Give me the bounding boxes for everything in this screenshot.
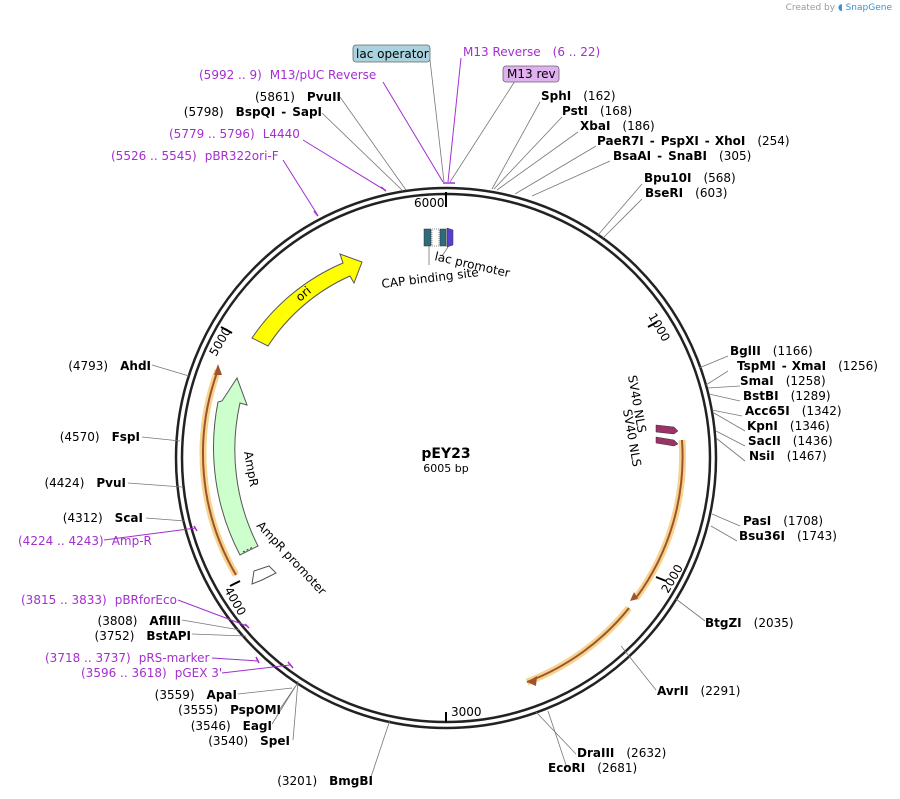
primer-leaders [103,57,516,674]
enzyme-leaders [127,96,746,781]
sv40-nls-2-feature [655,436,679,447]
enzyme-bpu10i: Bpu10I(568) [644,171,736,185]
primer-pgex-3: (3596 .. 3618)pGEX 3' [81,666,222,680]
enzyme-kpni: KpnI(1346) [747,419,830,433]
ampr-label: AmpR [241,450,261,488]
enzyme-sacii: SacII(1436) [748,434,833,448]
enzyme-psti: PstI(168) [562,104,632,118]
enzyme-spei: (3540)SpeI [208,734,290,748]
enzyme-bspqi: (5798)BspQI-SapI [184,105,322,119]
enzyme-fspi: (4570)FspI [60,430,140,444]
cap-binding-site-feature [423,228,432,247]
primer-m13-puc-reverse: (5992 .. 9)M13/pUC Reverse [199,68,376,82]
enzyme-bsaai: BsaAI-SnaBI(305) [613,149,751,163]
enzyme-bstbi: BstBI(1289) [743,389,831,403]
plasmid-size: 6005 bp [423,462,468,475]
enzyme-nsii: NsiI(1467) [749,449,827,463]
enzyme-apai: (3559)ApaI [155,688,237,702]
enzyme-labels-left: (3201)BmgBI (3540)SpeI (3546)EagI (3555)… [44,90,373,788]
credit-prefix: Created by [785,3,836,13]
m13-rev-tag: M13 rev [502,65,560,83]
enzyme-ecori: EcoRI(2681) [548,761,637,775]
m13-rev-label: M13 rev [507,67,556,81]
enzyme-paer7i: PaeR7I-PspXI-XhoI(254) [597,134,790,148]
enzyme-pvui: (4424)PvuI [44,476,126,490]
enzyme-bglii: BglII(1166) [730,344,813,358]
lac-operator-label: lac operator [356,47,429,61]
enzyme-btgzi: BtgZI(2035) [705,616,794,630]
plasmid-name: pEY23 [421,446,470,462]
enzyme-afliii: (3808)AflIII [98,614,181,628]
cap-binding-site-label: CAP binding site [381,265,480,291]
enzyme-tspmi: TspMI-XmaI(1256) [737,359,878,373]
tick-label-5000: 5000 [206,325,233,358]
primer-amp-r: (4224 .. 4243)Amp-R [18,534,152,548]
enzyme-bsu36i: Bsu36I(1743) [739,529,837,543]
lac-promoter-feature [446,227,454,248]
enzyme-pspomi: (3555)PspOMI [178,703,281,717]
ampr-promoter-label: AmpR promoter [254,518,329,597]
lac-operator-tag: lac operator [352,44,431,63]
tick-label-6000: 6000 [414,196,445,210]
ampr-feature [213,376,259,556]
primer-pbrforeco: (3815 .. 3833)pBRforEco [21,593,177,607]
sv40-nls-1-feature [655,424,679,435]
snapgene-logo-icon: ◖ [837,3,843,13]
enzyme-ahdi: (4793)AhdI [68,359,151,373]
enzyme-eagi: (3546)EagI [191,719,272,733]
enzyme-scai: (4312)ScaI [63,511,143,525]
tick-label-3000: 3000 [451,705,482,719]
enzyme-draiii: DraIII(2632) [577,746,666,760]
enzyme-labels-right: SphI(162) PstI(168) XbaI(186) PaeR7I-Psp… [541,89,878,775]
snapgene-credit: Created by ◖ SnapGene [786,3,892,13]
enzyme-xbai: XbaI(186) [580,119,655,133]
enzyme-smai: SmaI(1258) [740,374,826,388]
primer-prs-marker: (3718 .. 3737)pRS-marker [45,651,209,665]
enzyme-acc65i: Acc65I(1342) [745,404,842,418]
primer-l4440: (5779 .. 5796)L4440 [169,127,300,141]
enzyme-avrii: AvrII(2291) [657,684,740,698]
primer-m13-reverse: M13 Reverse(6 .. 22) [463,45,600,59]
enzyme-bstapi: (3752)BstAPI [95,629,191,643]
ampr-promoter-feature [251,565,277,585]
enzyme-pvuii: (5861)PvuII [255,90,341,104]
enzyme-bmgbi: (3201)BmgBI [277,774,373,788]
credit-brand: SnapGene [845,3,892,13]
primer-pbr322ori-f: (5526 .. 5545)pBR322ori-F [111,149,279,163]
enzyme-pasi: PasI(1708) [743,514,823,528]
enzyme-bseri: BseRI(603) [645,186,727,200]
ori-feature [251,253,363,347]
enzyme-sphi: SphI(162) [541,89,616,103]
primer-labels: M13 Reverse(6 .. 22) (5992 .. 9)M13/pUC … [18,45,600,680]
